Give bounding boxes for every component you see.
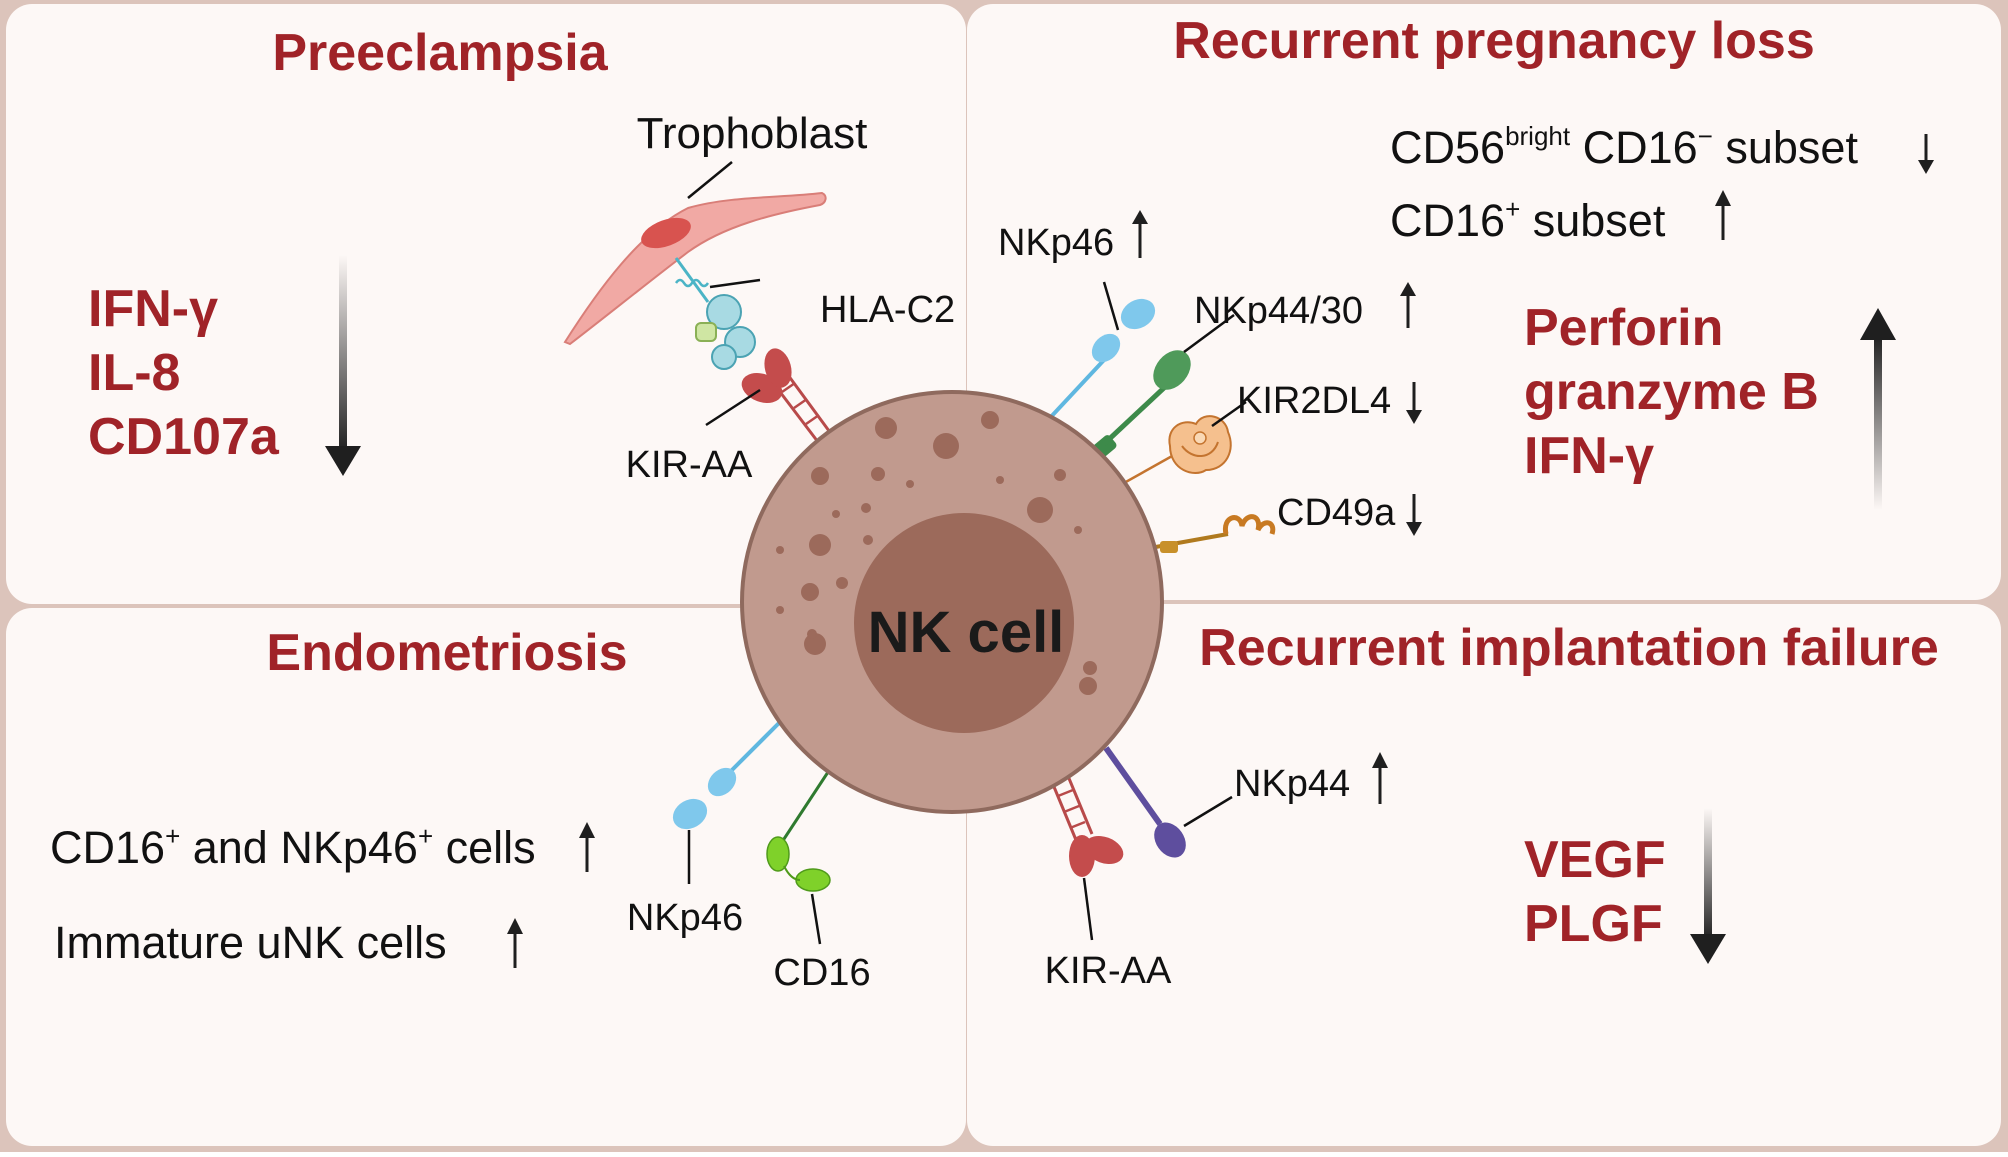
marker-plgf: PLGF <box>1524 895 1663 953</box>
leader-line <box>1102 281 1120 331</box>
nk-cell <box>740 390 1164 814</box>
arrow-up-icon <box>1715 190 1731 240</box>
text-immature-unk-cells: Immature uNK cells <box>54 917 447 968</box>
marker-perforin: Perforin <box>1524 299 1723 357</box>
arrow-down-icon <box>1690 808 1726 964</box>
marker-vegf: VEGF <box>1524 831 1666 889</box>
leader-line <box>1183 795 1233 828</box>
arrow-up-icon <box>579 822 595 872</box>
marker-granzyme-b: granzyme B <box>1524 363 1819 421</box>
leader-line <box>1183 313 1235 354</box>
leader-line <box>1211 400 1247 428</box>
label-nkp46-rpl: NKp46 <box>998 222 1114 264</box>
panel-recurrent-implantation-failure <box>967 604 2001 1146</box>
arrow-up-icon <box>1132 210 1148 258</box>
leader-line <box>709 278 761 289</box>
title-preeclampsia: Preeclampsia <box>272 24 608 82</box>
label-trophoblast: Trophoblast <box>637 109 868 158</box>
nkp46-receptor-bottom <box>672 716 786 830</box>
leader-line <box>810 893 822 945</box>
label-kir-aa-top: KIR-AA <box>626 444 753 486</box>
marker-cd107a: CD107a <box>88 408 280 466</box>
label-nkp46-endo: NKp46 <box>627 897 743 939</box>
cd49a-receptor <box>1149 514 1276 553</box>
nkp46-receptor <box>1046 298 1156 422</box>
arrow-up-icon <box>1372 752 1388 804</box>
label-nkp44: NKp44 <box>1234 763 1350 805</box>
arrow-down-icon <box>1406 494 1422 536</box>
marker-ifn-gamma-rpl: IFN-γ <box>1524 427 1654 485</box>
title-recurrent-pregnancy-loss: Recurrent pregnancy loss <box>1173 12 1815 70</box>
title-recurrent-implantation-failure: Recurrent implantation failure <box>1199 619 1939 677</box>
arrow-down-icon <box>1406 382 1422 424</box>
nkp44-30-receptor <box>1089 350 1191 461</box>
leader-line <box>1082 877 1094 941</box>
label-kir-aa-bottom: KIR-AA <box>1045 950 1172 992</box>
label-cd16-endo: CD16 <box>773 952 870 994</box>
leader-line <box>687 161 733 199</box>
leader-line <box>705 388 761 427</box>
label-hla-c2: HLA-C2 <box>820 289 955 331</box>
arrow-down-icon <box>1918 134 1934 174</box>
kir-aa-receptor-bottom <box>1050 775 1124 877</box>
arrow-up-icon <box>1400 282 1416 328</box>
text-cd16-nkp46-cells: CD16+ and NKp46+ cells <box>50 821 536 873</box>
label-nk-cell: NK cell <box>868 600 1065 665</box>
arrow-up-icon <box>1860 308 1896 510</box>
label-kir2dl4: KIR2DL4 <box>1237 380 1391 422</box>
marker-il-8: IL-8 <box>88 344 180 402</box>
trophoblast-cell <box>563 191 827 346</box>
label-cd49a: CD49a <box>1277 492 1396 534</box>
panel-preeclampsia <box>6 4 966 604</box>
text-cd16-subset: CD16+ subset <box>1390 194 1666 246</box>
nkp44-receptor <box>1103 746 1186 858</box>
hla-c2-molecule <box>674 257 756 370</box>
panel-endometriosis <box>6 608 966 1146</box>
text-cd56-bright-subset: CD56bright CD16− subset <box>1390 121 1858 173</box>
kir2dl4-receptor <box>1114 415 1232 490</box>
marker-ifn-gamma: IFN-γ <box>88 280 218 338</box>
arrow-down-icon <box>325 255 361 476</box>
cd16-receptor <box>766 765 834 892</box>
arrow-up-icon <box>507 918 523 968</box>
title-endometriosis: Endometriosis <box>266 624 627 682</box>
label-nkp44-30: NKp44/30 <box>1194 290 1363 332</box>
